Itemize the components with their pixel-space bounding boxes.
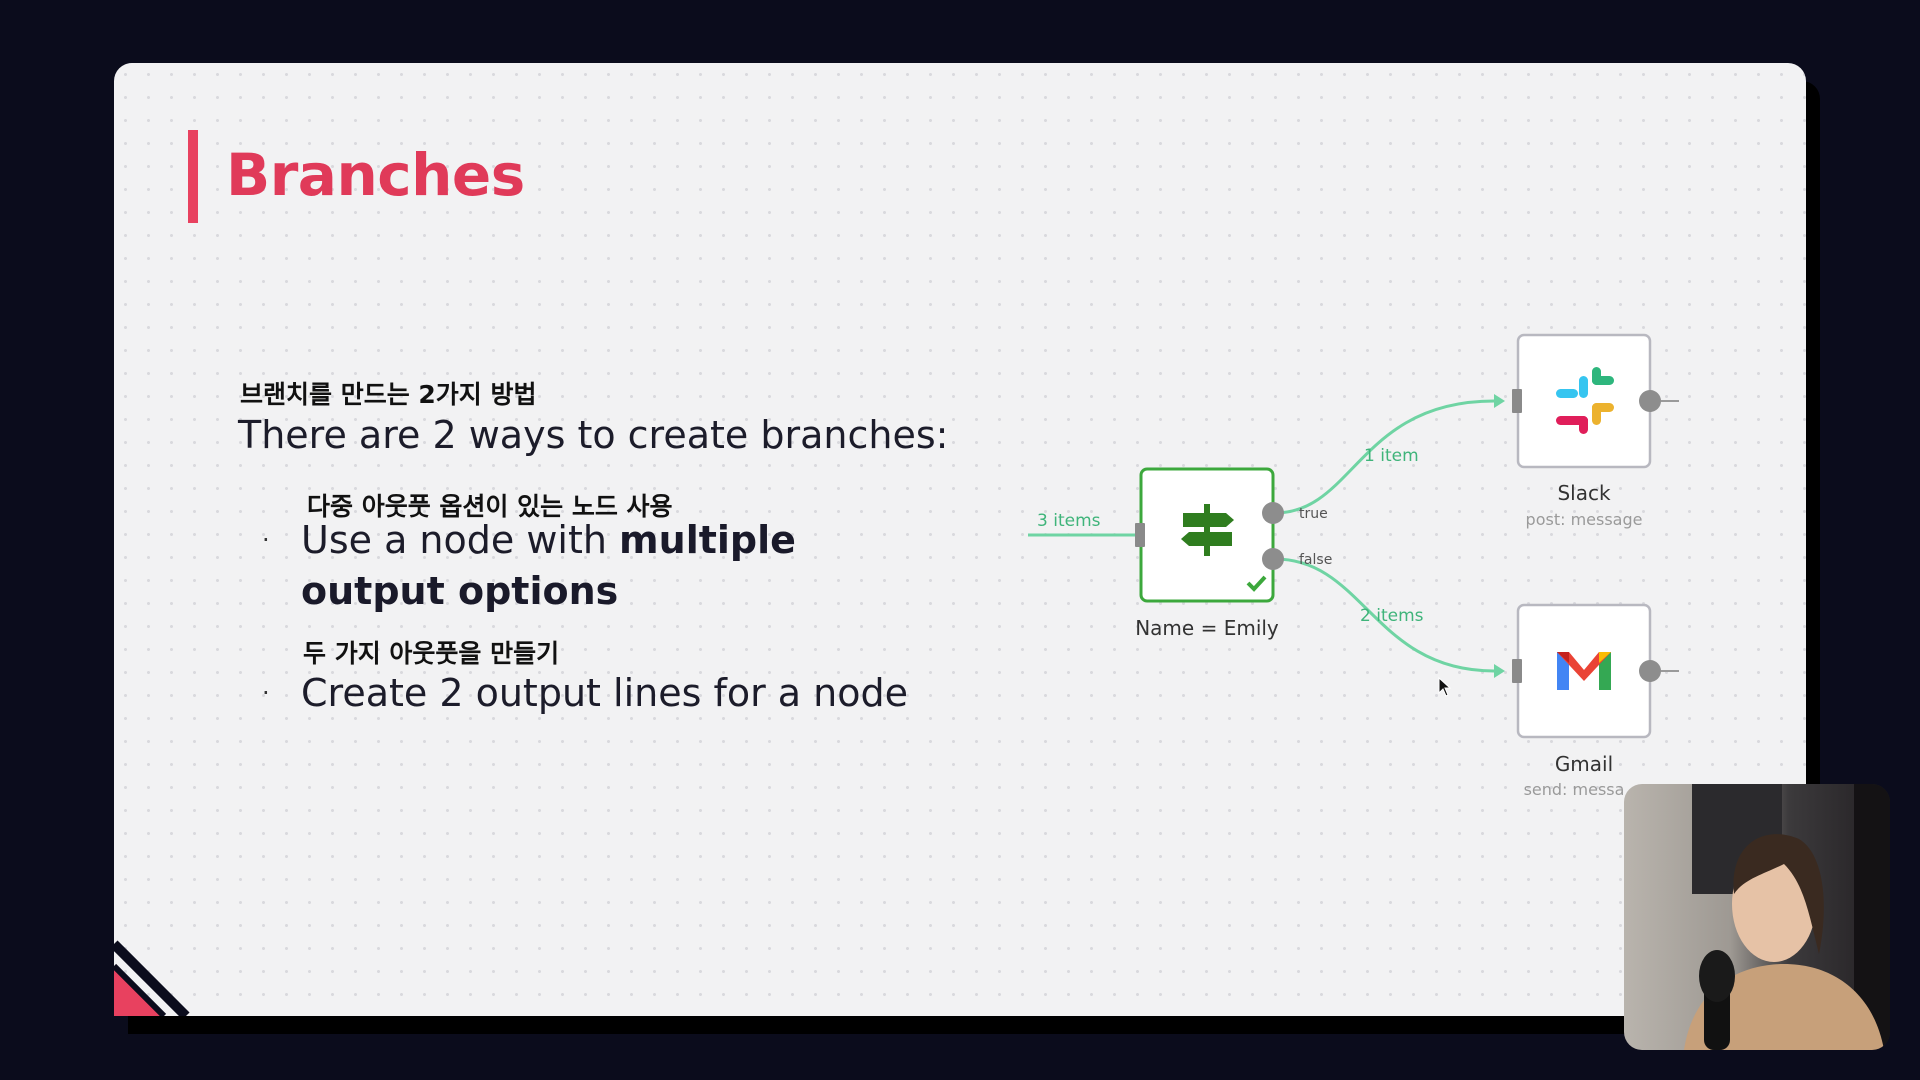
gmail-node-output-port[interactable] [1639, 660, 1661, 682]
if-node-true-port[interactable] [1262, 502, 1284, 524]
gmail-node-name: Gmail [1555, 752, 1613, 776]
bullet-2-marker: · [262, 679, 270, 707]
title-accent-bar [188, 130, 198, 223]
slide-title: Branches [226, 141, 525, 209]
slide: Branches 브랜치를 만드는 2가지 방법 There are 2 way… [114, 63, 1806, 1016]
bullet-1-english: Use a node with multiple [301, 518, 796, 562]
if-node[interactable]: true false Name = Emily [1135, 467, 1332, 640]
if-node-false-port[interactable] [1262, 548, 1284, 570]
gmail-icon [1557, 652, 1611, 690]
slack-node-name: Slack [1557, 481, 1611, 505]
false-edge-label: 2 items [1360, 606, 1424, 626]
webcam-overlay [1624, 784, 1890, 1050]
slack-node-subtitle: post: message [1526, 510, 1643, 529]
presenter-avatar [1684, 784, 1890, 1050]
false-branch-arrow [1494, 664, 1505, 678]
gmail-node-subtitle: send: messa [1524, 780, 1625, 799]
bullet-1-english-line-2: output options [301, 569, 618, 613]
bullet-1-prefix: Use a node with [301, 518, 620, 562]
check-icon [1246, 575, 1267, 592]
true-branch-edge [1274, 399, 1495, 515]
subtitle-korean: 브랜치를 만드는 2가지 방법 [240, 380, 537, 409]
true-branch-label: true [1299, 506, 1328, 522]
false-branch-edge [1274, 557, 1495, 673]
slack-node-input-port[interactable] [1512, 389, 1522, 413]
gmail-node[interactable]: Gmail send: messa [1512, 603, 1679, 799]
slack-node-box[interactable] [1516, 333, 1652, 469]
slack-node-output-port[interactable] [1639, 390, 1661, 412]
input-edge-label: 3 items [1037, 511, 1101, 531]
false-branch-label: false [1299, 552, 1332, 568]
bullet-1-korean: 다중 아웃풋 옵션이 있는 노드 사용 [307, 492, 673, 521]
slack-node[interactable]: Slack post: message [1512, 333, 1679, 529]
bullet-2-english: Create 2 output lines for a node [301, 671, 908, 715]
bullet-2-korean: 두 가지 아웃풋을 만들기 [303, 639, 560, 668]
if-node-input-port[interactable] [1135, 523, 1145, 547]
slack-icon [1556, 367, 1614, 434]
subtitle-english: There are 2 ways to create branches: [238, 413, 949, 457]
bullet-1-bold-1: multiple [619, 518, 796, 562]
true-edge-label: 1 item [1364, 446, 1419, 466]
bullet-1-bold-2: output options [301, 569, 619, 613]
workflow-diagram: 3 items 1 item 2 items true false Name =… [1028, 333, 1679, 799]
signpost-icon [1181, 504, 1234, 556]
gmail-node-input-port[interactable] [1512, 659, 1522, 683]
mouse-cursor-icon [1438, 677, 1452, 697]
true-branch-arrow [1494, 394, 1505, 408]
if-node-name: Name = Emily [1135, 616, 1279, 640]
corner-logo-icon [114, 940, 190, 1016]
bullet-1-marker: · [262, 526, 270, 554]
